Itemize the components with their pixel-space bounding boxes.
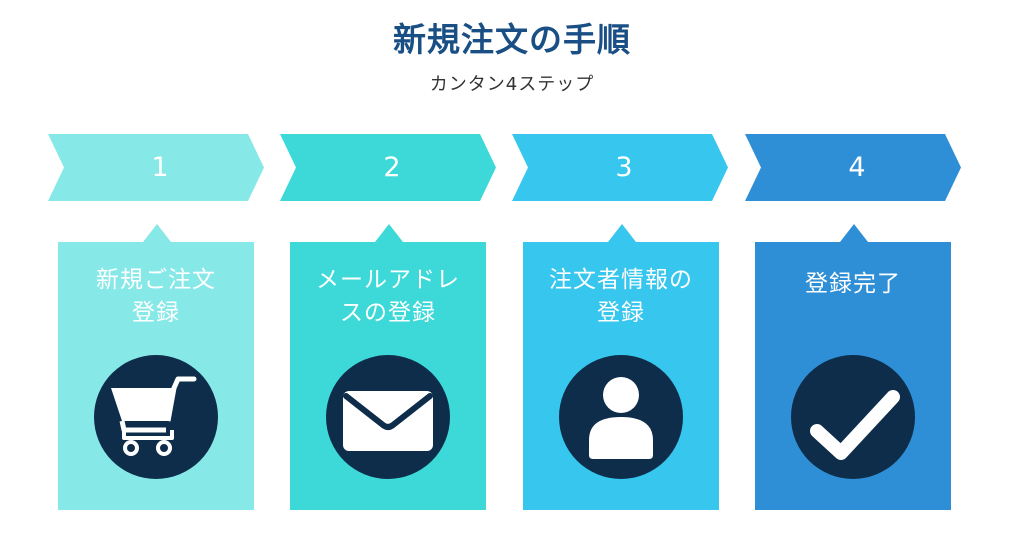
- step-4-panel: 登録完了: [755, 224, 951, 510]
- step-4-chevron: 4: [745, 134, 961, 201]
- step-1-label: 新規ご注文 登録: [96, 267, 216, 326]
- step-2-label: メールアドレ スの登録: [316, 267, 460, 326]
- envelope-icon: [343, 391, 433, 451]
- step-4-number: 4: [848, 152, 866, 183]
- step-2-number: 2: [383, 152, 401, 183]
- step-1-panel: 新規ご注文 登録: [58, 224, 254, 510]
- step-2-icon-circle: [326, 355, 450, 479]
- step-1-chevron: 1: [48, 134, 264, 201]
- step-2-chevron: 2: [280, 134, 496, 201]
- step-2-pointer: [375, 224, 403, 242]
- step-3-pointer: [608, 224, 636, 242]
- step-1-pointer: [143, 224, 171, 242]
- page-title: 新規注文の手順: [393, 20, 631, 59]
- user-icon: [589, 377, 653, 459]
- step-3-icon-circle: [559, 355, 683, 479]
- step-3-panel: 注文者情報の 登録: [523, 224, 719, 510]
- checkmark-icon: [810, 390, 900, 460]
- step-3-number: 3: [615, 152, 633, 183]
- step-4-pointer: [840, 224, 868, 242]
- step-2-panel: メールアドレ スの登録: [290, 224, 486, 510]
- step-4-label: 登録完了: [805, 271, 901, 297]
- step-1-icon-circle: [94, 355, 218, 479]
- shopping-cart-icon: [111, 376, 197, 456]
- step-1-number: 1: [151, 152, 169, 183]
- step-3-label: 注文者情報の 登録: [549, 267, 693, 326]
- step-3-chevron: 3: [512, 134, 728, 201]
- step-4-icon-circle: [791, 355, 915, 479]
- page-subtitle: カンタン4ステップ: [429, 74, 595, 95]
